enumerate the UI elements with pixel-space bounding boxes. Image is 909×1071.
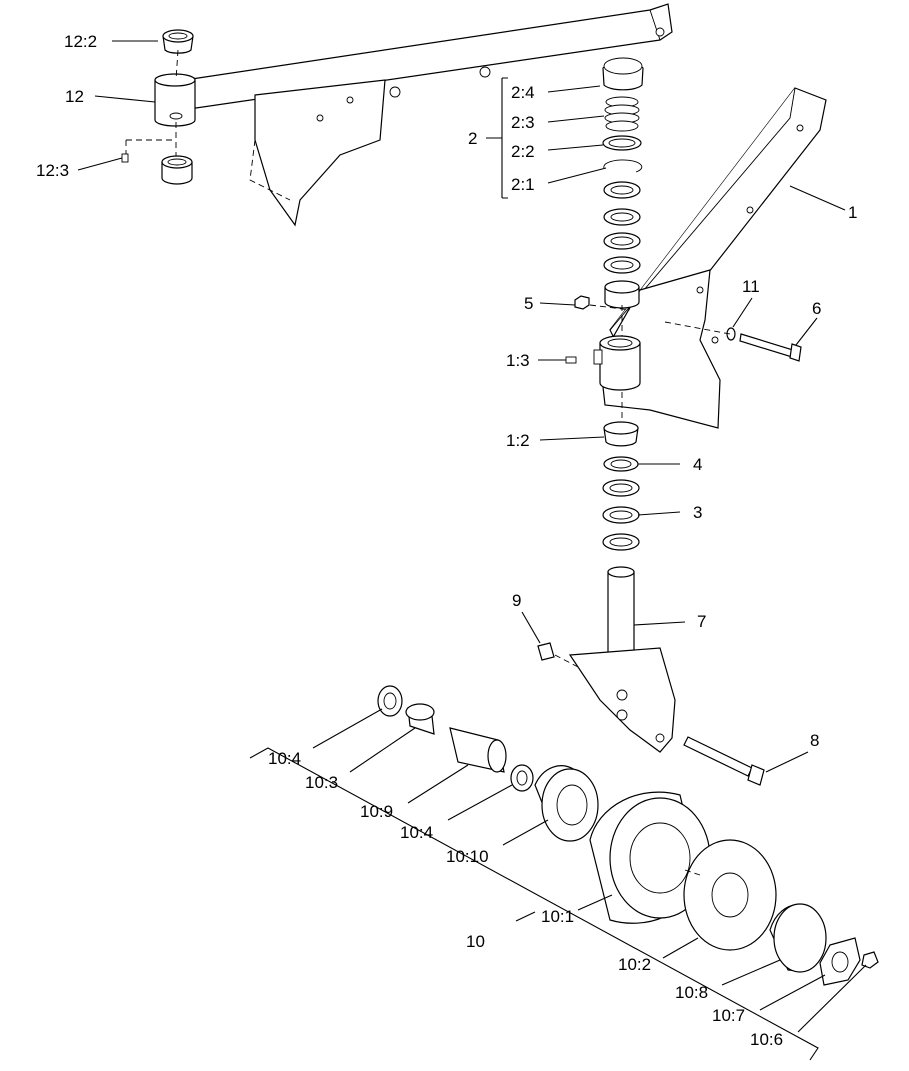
- callout-2-4: 2:4: [511, 83, 535, 102]
- inner-tube-10-2: [683, 839, 777, 951]
- callout-4: 4: [693, 455, 702, 474]
- nut-5: [574, 295, 590, 310]
- bearing-10-4-right: [510, 764, 534, 792]
- callout-10-7: 10:7: [712, 1006, 745, 1025]
- bushing-12-lower: [161, 155, 193, 185]
- callout-10-2: 10:2: [618, 955, 651, 974]
- callout-8: 8: [810, 731, 819, 750]
- callout-12-2: 12:2: [64, 32, 97, 51]
- spring-2-3: [604, 96, 640, 132]
- nut-10-6: [861, 951, 879, 969]
- hub-10-10: [534, 765, 599, 842]
- callout-10-1: 10:1: [541, 907, 574, 926]
- callout-2-1: 2:1: [511, 175, 535, 194]
- spacer-10-3: [405, 703, 435, 735]
- leader-lines: [77, 40, 867, 1033]
- callout-10-6: 10:6: [750, 1030, 783, 1049]
- callout-2-3: 2:3: [511, 113, 535, 132]
- callout-7: 7: [697, 612, 706, 631]
- callout-2-2: 2:2: [511, 142, 535, 161]
- bearing-stack-upper: [603, 181, 641, 309]
- pivot-tube-12: [154, 73, 196, 127]
- grease-fitting-12-3: [121, 153, 129, 163]
- bolt-6: [739, 333, 802, 362]
- spacer-10-9: [449, 727, 507, 773]
- plate-10-7: [819, 937, 861, 986]
- callout-2: 2: [468, 129, 477, 148]
- bearing-stack-lower: [602, 479, 640, 551]
- bushing-1-2: [603, 421, 639, 447]
- bearing-10-4-left: [377, 685, 403, 717]
- caster-fork-7: [568, 566, 676, 753]
- snap-ring-2-1: [603, 159, 643, 173]
- frame-arm: [184, 3, 673, 227]
- callout-3: 3: [693, 503, 702, 522]
- washer-11: [726, 327, 736, 341]
- bushing-12-2: [162, 29, 194, 54]
- callout-11: 11: [742, 277, 760, 296]
- callout-1: 1: [848, 203, 857, 222]
- callout-6: 6: [812, 299, 821, 318]
- callout-10-9: 10:9: [360, 802, 393, 821]
- callout-10-8: 10:8: [675, 983, 708, 1002]
- callout-9: 9: [512, 591, 521, 610]
- callout-5: 5: [524, 294, 533, 313]
- callout-1-2: 1:2: [506, 431, 530, 450]
- washer-4: [603, 456, 639, 472]
- bolt-8: [683, 736, 765, 786]
- caster-tube-1: [593, 335, 641, 391]
- callout-10-10: 10:10: [446, 847, 489, 866]
- hub-10-8: [769, 903, 827, 973]
- callout-labels: 12:2 12 12:3 2:4 2:3 2 2:2 2:1 1 5 11 6 …: [36, 32, 857, 1049]
- callout-1-3: 1:3: [506, 351, 530, 370]
- callout-10-4-left: 10:4: [268, 749, 301, 768]
- dust-cap-2-4: [602, 57, 644, 91]
- callout-12-3: 12:3: [36, 161, 69, 180]
- callout-12: 12: [65, 87, 84, 106]
- grease-fitting-1-3: [565, 356, 577, 364]
- callout-10-3: 10:3: [305, 773, 338, 792]
- callout-10-4-right: 10:4: [400, 823, 433, 842]
- callout-10: 10: [466, 932, 485, 951]
- spacer-9: [537, 642, 555, 661]
- washer-2-2: [602, 135, 642, 151]
